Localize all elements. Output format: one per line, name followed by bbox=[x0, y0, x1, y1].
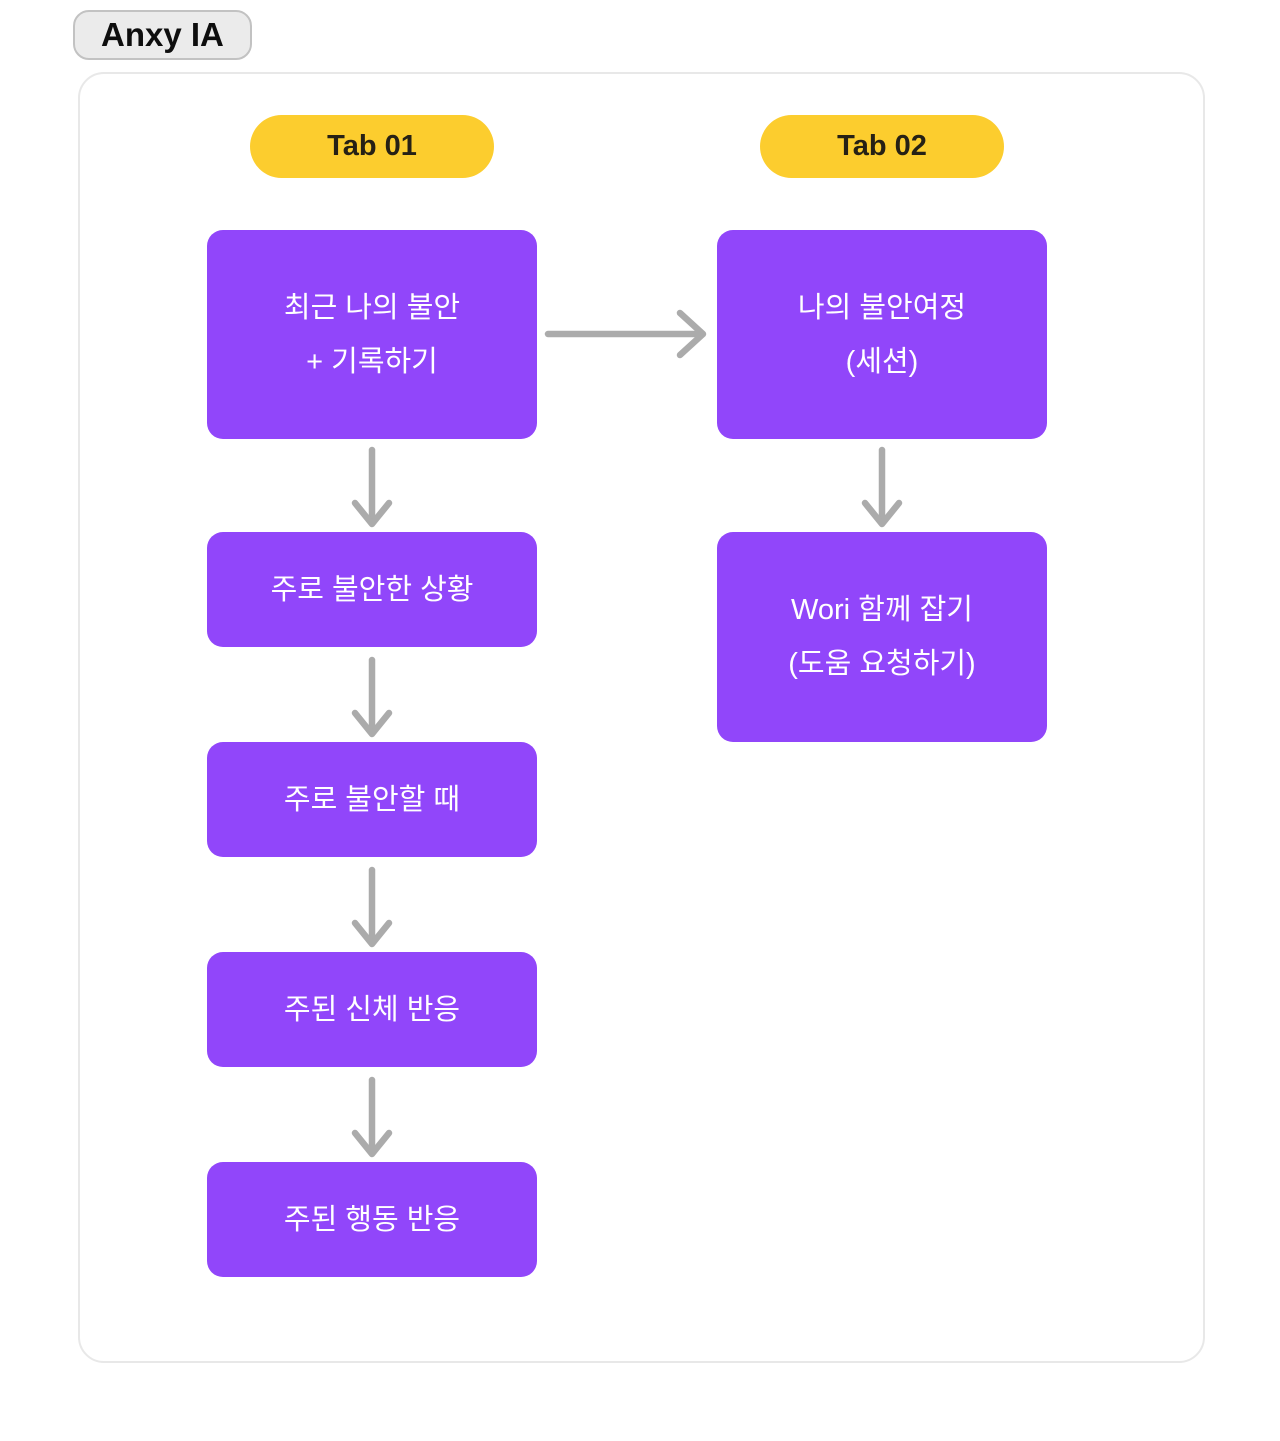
node-text-line: 주된 행동 반응 bbox=[283, 1203, 461, 1236]
node-text-line: + 기록하기 bbox=[306, 345, 438, 378]
arrow-down-icon bbox=[350, 656, 394, 740]
arrow-down-icon bbox=[350, 446, 394, 530]
node-my-anxiety-journey: 나의 불안여정 (세션) bbox=[717, 230, 1047, 439]
arrow-down-icon bbox=[860, 446, 904, 530]
node-recent-anxiety-record: 최근 나의 불안 + 기록하기 bbox=[207, 230, 537, 439]
tab-02: Tab 02 bbox=[760, 115, 1004, 178]
node-text-line: Wori 함께 잡기 bbox=[791, 594, 973, 626]
node-main-anxious-time: 주로 불안할 때 bbox=[207, 742, 537, 857]
diagram-canvas: Tab 01 Tab 02 최근 나의 불안 + 기록하기 주로 불안한 상황 … bbox=[78, 72, 1205, 1363]
page-title: Anxy IA bbox=[73, 10, 252, 60]
node-catch-with-wori: Wori 함께 잡기 (도움 요청하기) bbox=[717, 532, 1047, 742]
node-main-behavioral-reaction: 주된 행동 반응 bbox=[207, 1162, 537, 1277]
tab-01: Tab 01 bbox=[250, 115, 494, 178]
node-main-anxious-situation: 주로 불안한 상황 bbox=[207, 532, 537, 647]
node-main-physical-reaction: 주된 신체 반응 bbox=[207, 952, 537, 1067]
node-text-line: 주로 불안한 상황 bbox=[270, 573, 474, 606]
node-text-line: 주로 불안할 때 bbox=[283, 783, 461, 816]
node-text-line: (세션) bbox=[845, 345, 919, 378]
node-text-line: 나의 불안여정 bbox=[797, 291, 967, 324]
node-text-line: 주된 신체 반응 bbox=[283, 993, 461, 1026]
arrow-right-icon bbox=[543, 304, 711, 364]
node-text-line: (도움 요청하기) bbox=[788, 648, 976, 680]
arrow-down-icon bbox=[350, 1076, 394, 1160]
node-text-line: 최근 나의 불안 bbox=[283, 291, 461, 324]
arrow-down-icon bbox=[350, 866, 394, 950]
